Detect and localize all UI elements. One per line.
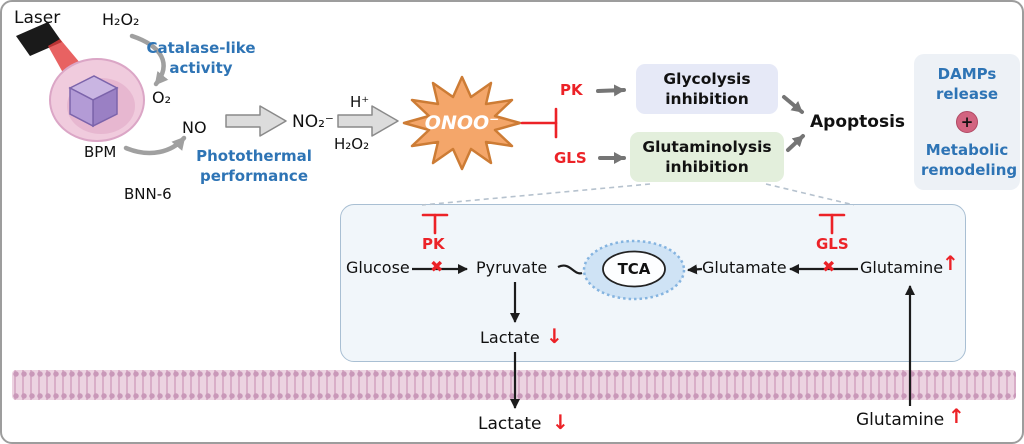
pk-inhibit-label: PK	[422, 235, 445, 253]
glutamine-imported-up-icon: ↑	[948, 404, 965, 428]
lactate-label: Lactate	[480, 328, 540, 347]
gls-label: GLS	[554, 149, 587, 167]
pathway-box	[340, 204, 966, 362]
damps-release-label: DAMPs release	[935, 65, 999, 103]
no-label: NO	[182, 118, 207, 137]
dashed-connector-right	[765, 183, 855, 206]
catalase-activity-label: Catalase-like activity	[146, 39, 256, 77]
damps-panel: DAMPs release + Metabolic remodeling	[914, 54, 1020, 190]
lactate-exported-label: Lactate	[478, 414, 542, 434]
pk-label: PK	[560, 81, 583, 99]
pyruvate-label: Pyruvate	[476, 258, 548, 277]
glutaminolysis-inhibition-box: Glutaminolysis inhibition	[630, 132, 784, 182]
metabolic-remodeling-label: Metabolic remodeling	[921, 141, 1018, 179]
no2-label: NO₂⁻	[292, 112, 334, 132]
arrow-glutaminolysis-to-apoptosis	[786, 134, 805, 152]
glutamine-label: Glutamine	[860, 258, 944, 277]
lactate-exported-down-icon: ↓	[552, 410, 569, 434]
o2-label: O₂	[152, 88, 172, 107]
h2o2-label: H₂O₂	[102, 10, 140, 29]
bnn6-label: BNN-6	[124, 185, 172, 203]
cell-membrane	[12, 370, 1016, 400]
block-arrow-to-no2	[225, 105, 287, 137]
onoo-inhibition-bar	[520, 107, 558, 139]
glutamine-imported-label: Glutamine	[856, 410, 945, 430]
onoo-label: ONOO⁻	[424, 112, 500, 134]
lactate-down-icon: ↓	[546, 324, 563, 348]
arrow-glycolysis-to-apoptosis	[782, 95, 804, 114]
no-curved-arrow	[123, 135, 187, 156]
plus-icon: +	[956, 111, 978, 133]
laser-label: Laser	[14, 8, 61, 28]
pk-block-icon: ✖	[430, 257, 444, 276]
glucose-label: Glucose	[346, 258, 410, 277]
nanoparticle-icon	[49, 58, 145, 142]
h2o2-reactant-label: H₂O₂	[334, 135, 370, 153]
bpm-label: BPM	[84, 143, 117, 161]
laser-beam-icon	[48, 39, 96, 96]
nanocube-icon	[68, 75, 119, 128]
glutamine-up-icon: ↑	[942, 251, 959, 275]
tca-label: TCA	[617, 260, 651, 278]
laser-icon	[16, 22, 96, 96]
gls-block-icon: ✖	[822, 257, 836, 276]
gls-inhibit-label: GLS	[816, 235, 849, 253]
h-plus-label: H⁺	[350, 93, 370, 111]
arrow-pk-to-glycolysis	[596, 84, 626, 97]
photothermal-label: Photothermal performance	[196, 147, 312, 185]
glycolysis-inhibition-box: Glycolysis inhibition	[636, 64, 778, 114]
apoptosis-label: Apoptosis	[810, 112, 906, 132]
dashed-connector-left	[421, 183, 651, 206]
glutamate-label: Glutamate	[702, 258, 787, 277]
